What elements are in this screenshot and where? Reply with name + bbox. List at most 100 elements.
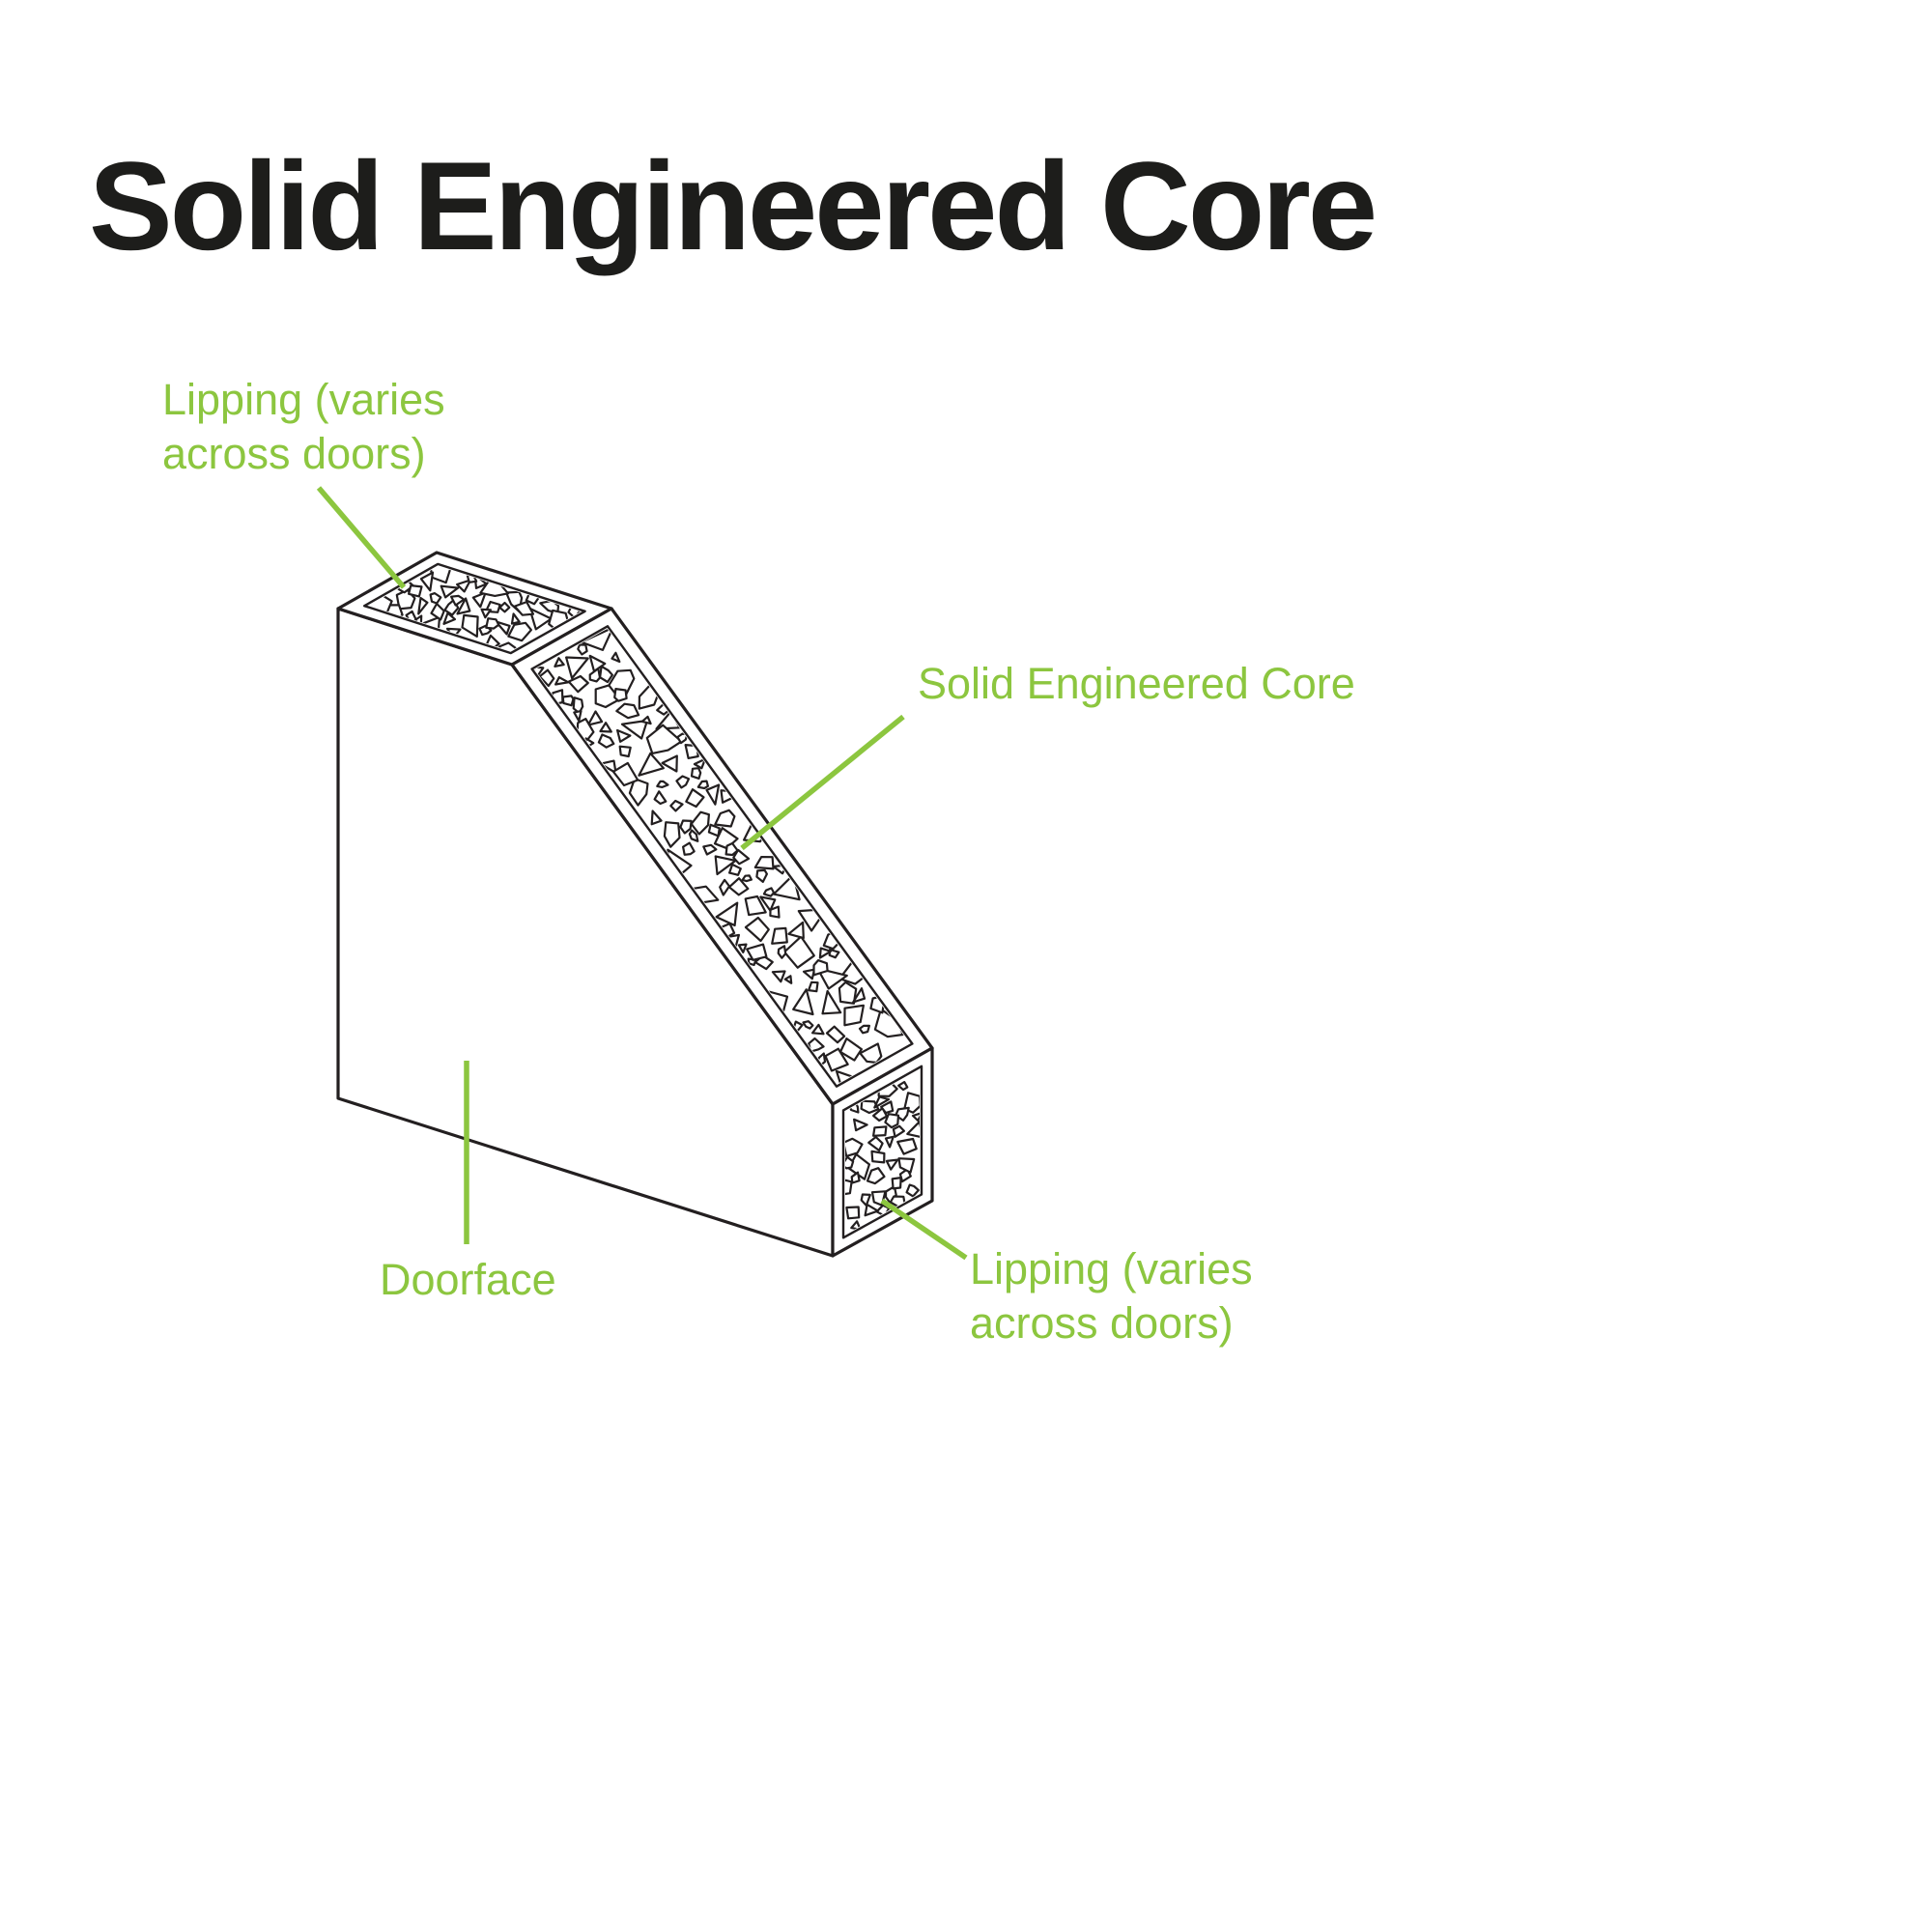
core-chip [859,1042,883,1065]
engineered-core-face [510,607,934,1106]
core-chip [450,594,466,607]
core-chip [744,916,770,943]
label-lipping-bottom-line1: Lipping (varies [970,1244,1253,1293]
core-chip [611,651,621,664]
core-chip [456,597,471,615]
core-chip [594,684,621,709]
core-chip [693,757,707,770]
core-chip [586,710,604,726]
core-chip [897,1157,916,1174]
core-chip [554,675,570,686]
label-lipping-top-line1: Lipping (varies [162,375,445,424]
page-title: Solid Engineered Core [89,135,1378,276]
core-chip [727,863,742,876]
core-chip [911,1111,920,1122]
core-chip [572,696,584,715]
core-chip [821,989,842,1015]
core-chip [577,643,588,656]
core-chip [690,810,711,836]
core-chip [615,702,640,720]
core-chip [905,1183,920,1198]
core-chip [777,945,787,959]
core-chip [599,759,617,775]
core-chip [807,980,819,993]
core-chip [812,958,829,977]
core-chip [896,1080,909,1092]
core-chip [753,855,775,870]
label-lipping-top: Lipping (varies across doors) [162,373,445,482]
core-chip [860,1099,880,1115]
core-chip [513,600,535,616]
core-chip [906,1121,920,1139]
leader-core [740,714,905,851]
core-chip [567,674,589,694]
core-chip [598,665,614,684]
core-chip [714,809,736,828]
core-chip [783,975,793,984]
core-chip [456,579,472,593]
core-chip [724,841,739,857]
label-lipping-bottom: Lipping (varies across doors) [970,1242,1253,1351]
core-chip [702,843,718,856]
core-chip [675,775,691,789]
core-chip [597,733,615,749]
core-chip [561,695,575,707]
core-chip [732,848,751,866]
end-lipping-face [831,1046,934,1258]
core-chip [528,607,553,631]
core-chip [845,1137,864,1158]
label-lipping-bottom-line2: across doors) [970,1298,1234,1349]
core-chip [599,722,612,733]
core-chip [696,780,710,790]
core-chip [480,608,492,619]
core-chip [618,745,632,758]
core-chip [498,601,511,613]
core-chip [442,611,456,625]
core-chip [564,656,589,680]
core-chip [802,1020,814,1030]
core-chip [573,709,582,723]
core-chip [845,1155,855,1170]
core-chip [429,591,442,605]
label-core: Solid Engineered Core [918,659,1355,708]
core-chip [650,810,663,826]
core-chip [852,987,867,1004]
core-chip [653,790,668,806]
core-chip [554,657,565,668]
core-chip [771,926,788,945]
core-chip [858,1024,871,1035]
core-chip [588,654,607,673]
core-chip [628,777,649,807]
core-chip [615,728,632,743]
core-chip [645,724,683,755]
core-chip [408,583,423,598]
core-chip [417,596,429,615]
core-chip [818,947,833,959]
core-chip [873,1095,891,1109]
core-chip [892,1124,906,1138]
core-chip [825,1025,846,1044]
core-chip [782,935,815,969]
core-chip [762,887,776,897]
core-chip [828,948,840,959]
core-chip [705,783,721,806]
core-chip [685,788,705,809]
leader-lipping-top [316,486,407,589]
core-chip [852,1118,868,1132]
core-chip [588,667,602,683]
core-chip [755,868,769,884]
core-chip [816,967,848,990]
core-chip [679,819,693,835]
core-chip [715,901,739,927]
core-chip [884,1113,900,1129]
core-chip [461,613,479,639]
core-chip [580,628,614,652]
core-chip [507,621,533,642]
leader-lipping-bottom [880,1198,968,1261]
core-chip [656,780,669,789]
core-chip [613,687,628,702]
core-chip [661,754,678,773]
core-chip [681,841,696,856]
